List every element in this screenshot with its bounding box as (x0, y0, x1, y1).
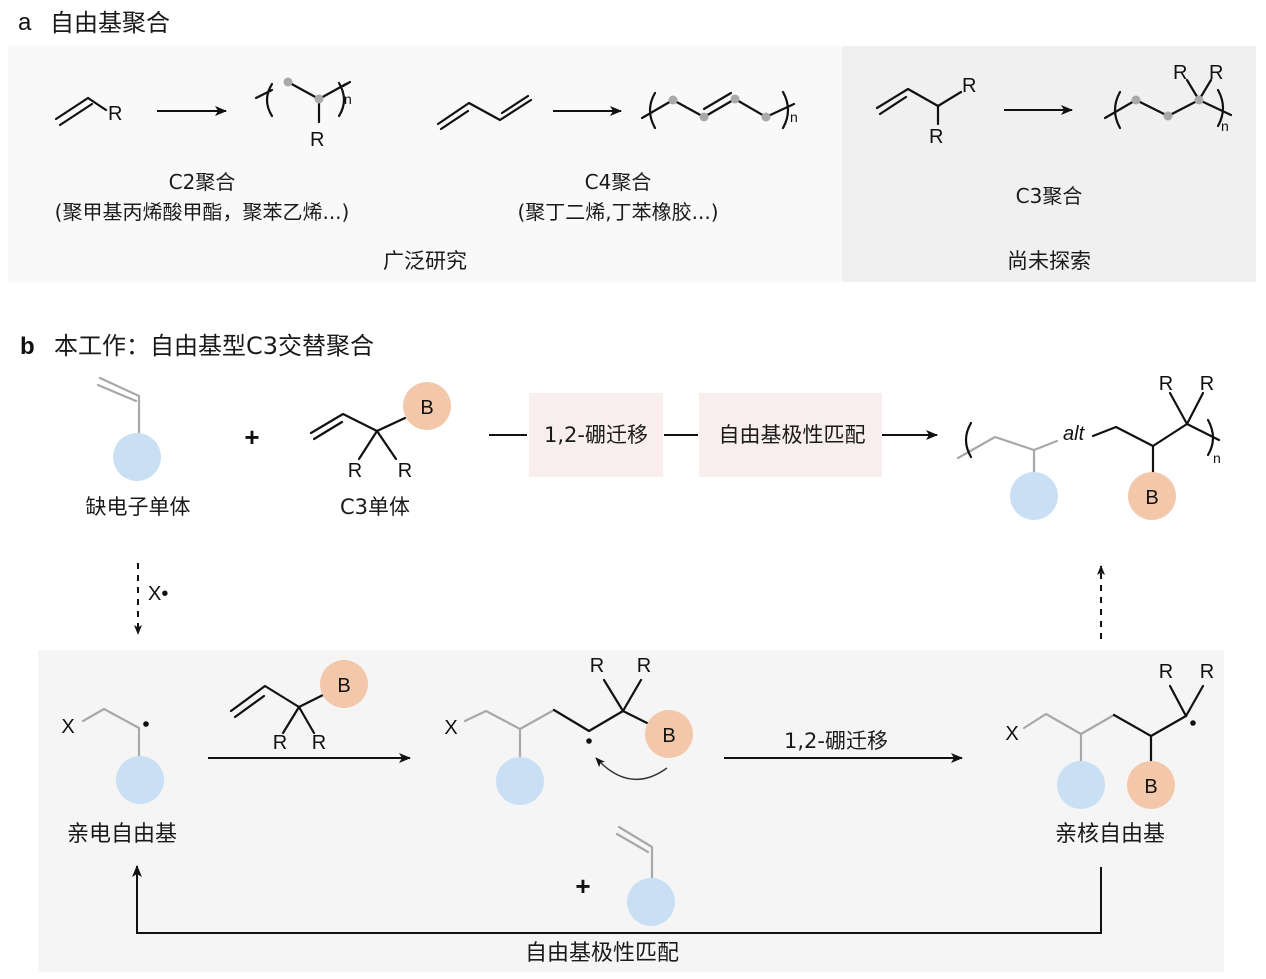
backbone-carbon-dot (761, 112, 771, 122)
panel-a-letter: a (18, 9, 32, 36)
c3-monomer-structure (875, 87, 963, 126)
panel-a-unexplored-background (842, 46, 1256, 282)
backbone-carbon-dot (283, 77, 293, 87)
backbone-carbon-dot (1131, 95, 1141, 105)
c4-name: C4聚合 (585, 170, 652, 194)
intermediate-substituent-2: R (637, 655, 651, 677)
electrophilic-radical-structure (81, 707, 164, 804)
catalytic-cycle-background (38, 650, 1224, 972)
plus-sign: + (244, 422, 259, 452)
c3-monomer-b-structure (309, 382, 451, 461)
backbone-carbon-dot (314, 94, 324, 104)
radical-dot (143, 721, 149, 727)
step-boron-migration-label: 1,2-硼迁移 (544, 423, 648, 447)
product-repeat-n: n (1213, 450, 1221, 466)
boron-group-circle (645, 710, 693, 758)
backbone-carbon-dot (1163, 111, 1173, 121)
c2-polymer-substituent: R (310, 129, 324, 151)
electron-poor-group-circle (116, 756, 164, 804)
c2-polymer-structure (254, 77, 352, 124)
boron-group-circle (1127, 761, 1175, 809)
c2-name: C2聚合 (169, 170, 236, 194)
radical-dot (1190, 720, 1196, 726)
boron-group-circle (1128, 472, 1176, 520)
panel-a-title: 自由基聚合 (50, 9, 170, 37)
alt-label: alt (1063, 423, 1086, 445)
radical2-substituent-2: R (1200, 661, 1214, 683)
boron-group-circle (320, 660, 368, 708)
radical2-end-group: X (1005, 723, 1018, 745)
c3-polymer-structure (1103, 78, 1233, 130)
boron-group-circle (403, 382, 451, 430)
c4-polymer-structure (640, 90, 796, 130)
intermediate-substituent-1: R (590, 655, 604, 677)
panel-b-letter: b (20, 333, 35, 360)
electron-poor-group-circle (1010, 472, 1058, 520)
c4-repeat-n: n (790, 109, 798, 125)
c3-monomer-substituent-2: R (929, 126, 943, 148)
c2-repeat-n: n (344, 91, 352, 107)
migration-curved-arrow (595, 757, 668, 781)
c3-monomer-substituent-1: R (962, 75, 976, 97)
alternating-copolymer-structure (956, 391, 1221, 520)
c2-examples: (聚甲基丙烯酸甲酯，聚苯乙烯...) (55, 200, 350, 224)
electron-poor-group-circle (1057, 761, 1105, 809)
c3-monomer-substituent-1: R (348, 460, 362, 482)
c3-monomer-reagent-structure (229, 660, 368, 735)
radical-intermediate-structure (463, 678, 693, 805)
electron-poor-group-circle (113, 433, 161, 481)
widely-studied-label: 广泛研究 (383, 249, 467, 273)
cycle-plus-sign: + (575, 871, 590, 901)
product-substituent-2: R (1200, 373, 1214, 395)
intermediate-end-group: X (444, 717, 457, 739)
electron-poor-monomer-structure (96, 376, 161, 481)
step-polarity-matching-label: 自由基极性匹配 (719, 423, 866, 447)
c3-monomer-label: C3单体 (340, 495, 410, 519)
c3-repeat-n: n (1221, 118, 1229, 134)
panel-a-studied-background (8, 46, 842, 282)
product-boron-label: B (1145, 487, 1158, 509)
electron-poor-monomer-structure (615, 825, 675, 926)
radical2-boron-label: B (1144, 776, 1157, 798)
product-substituent-1: R (1159, 373, 1173, 395)
radical-dot (586, 738, 592, 744)
c2-monomer-substituent: R (108, 103, 122, 125)
backbone-carbon-dot (730, 94, 740, 104)
migration-step-label: 1,2-硼迁移 (784, 729, 888, 753)
c3-monomer-substituent-2: R (398, 460, 412, 482)
electron-poor-group-circle (496, 757, 544, 805)
initiator-label: X• (148, 583, 168, 605)
step-box-boron-migration (529, 393, 663, 477)
cycle-return-arrow (132, 865, 1102, 934)
backbone-carbon-dot (699, 112, 709, 122)
c3-name: C3聚合 (1016, 184, 1083, 208)
electron-poor-group-circle (627, 878, 675, 926)
reagent-substituent-1: R (273, 732, 287, 754)
c4-monomer-structure (436, 94, 533, 131)
backbone-carbon-dot (1194, 95, 1204, 105)
c2-monomer-structure (54, 96, 108, 127)
electron-poor-monomer-label: 缺电子单体 (86, 495, 191, 519)
reagent-boron-label: B (337, 675, 350, 697)
reagent-substituent-2: R (312, 732, 326, 754)
c3-polymer-substituent-1: R (1173, 62, 1187, 84)
c4-examples: (聚丁二烯,丁苯橡胶...) (517, 200, 718, 224)
polarity-matching-label: 自由基极性匹配 (525, 941, 679, 966)
radical1-end-group: X (61, 716, 74, 738)
panel-b-title: 本工作：自由基型C3交替聚合 (54, 332, 374, 360)
backbone-carbon-dot (668, 95, 678, 105)
radical2-substituent-1: R (1159, 661, 1173, 683)
c3-polymer-substituent-2: R (1209, 62, 1223, 84)
electrophilic-radical-label: 亲电自由基 (67, 822, 177, 847)
step-box-polarity-matching (699, 393, 882, 477)
boron-group-label: B (420, 397, 433, 419)
intermediate-boron-label: B (662, 725, 675, 747)
unexplored-label: 尚未探索 (1007, 249, 1091, 273)
nucleophilic-radical-label: 亲核自由基 (1055, 822, 1165, 847)
nucleophilic-radical-structure (1022, 684, 1205, 809)
